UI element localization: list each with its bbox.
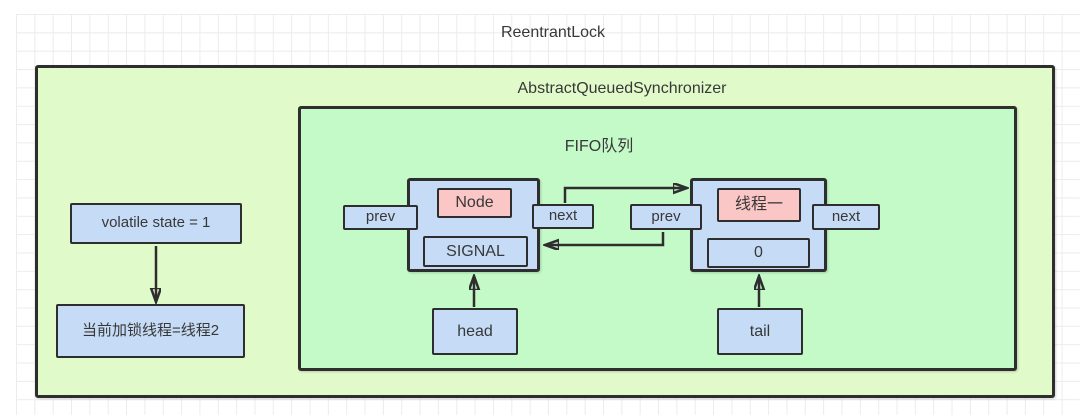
fifo-queue-container [298,106,1017,371]
node2-status: 0 [754,244,763,262]
node2-next-label: next [831,207,861,225]
node2-label: 线程一 [734,196,783,214]
node1-next-label: next [548,207,578,225]
node1-prev-box: prev [343,205,418,230]
head-pointer-box: head [432,308,518,355]
node2-next-box: next [812,204,880,230]
lock-owner-label: 当前加锁线程=线程2 [81,321,220,339]
node2-label-box: 线程一 [717,188,801,222]
diagram-title: ReentrantLock [500,24,606,41]
node1-status: SIGNAL [446,242,505,260]
node2-prev-box: prev [630,204,702,230]
node2-prev-label: prev [651,207,681,225]
tail-pointer-box: tail [717,308,803,355]
node1-label-box: Node [437,188,512,218]
head-pointer-label: head [457,322,493,340]
node1-next-box: next [532,204,594,229]
node1-prev-label: prev [365,208,396,226]
tail-pointer-label: tail [749,322,771,340]
node1-label: Node [455,194,494,212]
aqs-title: AbstractQueuedSynchronizer [517,80,727,97]
volatile-state-box: volatile state = 1 [70,203,242,244]
volatile-state-label: volatile state = 1 [101,214,211,232]
node1-status-box: SIGNAL [423,236,528,267]
lock-owner-box: 当前加锁线程=线程2 [56,304,245,358]
fifo-queue-title: FIFO队列 [564,138,634,155]
node2-status-box: 0 [707,238,810,268]
